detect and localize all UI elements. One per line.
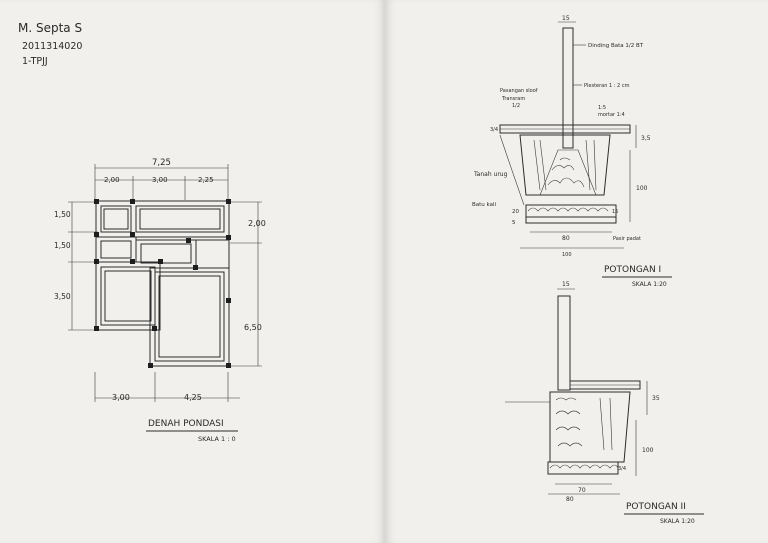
s1-h35: 3,5 — [641, 135, 651, 142]
dim-l2: 1,50 — [54, 241, 71, 250]
s1-plaster-label: Plesteran 1 : 2 cm — [584, 83, 630, 89]
dim-d3: 2,25 — [198, 176, 214, 184]
s1-h100: 100 — [636, 185, 648, 192]
author-id: 2011314020 — [22, 41, 82, 52]
s1-top-dim: 15 — [562, 15, 570, 22]
s1-ground-label: Tanah urug — [473, 171, 508, 178]
s2-w70: 70 — [578, 487, 586, 494]
section-2-diagram: 15 35 3/4 100 70 80 POTONGAN II SKALA 1:… — [505, 281, 704, 525]
s1-w80: 80 — [562, 235, 570, 242]
foundation-plan: 7,25 2,00 3,00 2,25 1,50 1,50 3,50 2,00 … — [54, 158, 266, 443]
s1-mortar-label: mortar 1:4 — [598, 112, 625, 118]
plan-scale: SKALA 1 : 0 — [198, 435, 236, 443]
author-name: M. Septa S — [18, 21, 82, 35]
section-2-title: POTONGAN II — [626, 502, 686, 512]
dim-b1: 3,00 — [112, 393, 130, 402]
s1-sand-label: Pasir padat — [613, 236, 641, 242]
right-page — [386, 0, 768, 543]
dim-l3: 3,50 — [54, 292, 71, 301]
section-1-scale: SKALA 1:20 — [632, 281, 667, 288]
s1-sloof-label: Pasangan sloof — [500, 88, 538, 94]
s1-left-small: 3/4 — [490, 127, 498, 133]
s2-top-dim: 15 — [562, 281, 570, 288]
s2-small: 3/4 — [618, 466, 626, 472]
dim-d2: 3,00 — [152, 176, 168, 184]
s1-transram-ratio: 1/2 — [512, 103, 520, 109]
author-class: 1-TPJJ — [22, 56, 48, 67]
dim-l1: 1,50 — [54, 210, 71, 219]
s1-h5: 5 — [512, 220, 516, 226]
s1-wall-label: Dinding Bata 1/2 BT — [588, 43, 644, 49]
s1-h20: 20 — [512, 209, 519, 215]
notebook-spine — [383, 0, 386, 543]
s2-w80: 80 — [566, 496, 574, 503]
s1-w15: 15 — [612, 209, 618, 215]
dim-total: 7,25 — [152, 158, 171, 168]
section-1-diagram: 15 Dinding Bata 1/2 BT Plesteran 1 : 2 c… — [472, 15, 672, 288]
s1-stone-label: Batu kali — [472, 202, 497, 208]
dim-b2: 4,25 — [184, 393, 202, 402]
s2-h100: 100 — [642, 447, 654, 454]
section-2-scale: SKALA 1:20 — [660, 518, 695, 525]
s1-w100: 100 — [562, 252, 572, 258]
dim-r2: 6,50 — [244, 323, 262, 332]
section-1-title: POTONGAN I — [604, 265, 661, 275]
s2-h35: 35 — [652, 395, 660, 402]
s1-ratio: 1:5 — [598, 105, 606, 111]
dim-d1: 2,00 — [104, 176, 120, 184]
plan-title: DENAH PONDASI — [148, 419, 224, 429]
dim-r1: 2,00 — [248, 219, 266, 228]
s1-transram-label: Transram — [501, 96, 525, 102]
